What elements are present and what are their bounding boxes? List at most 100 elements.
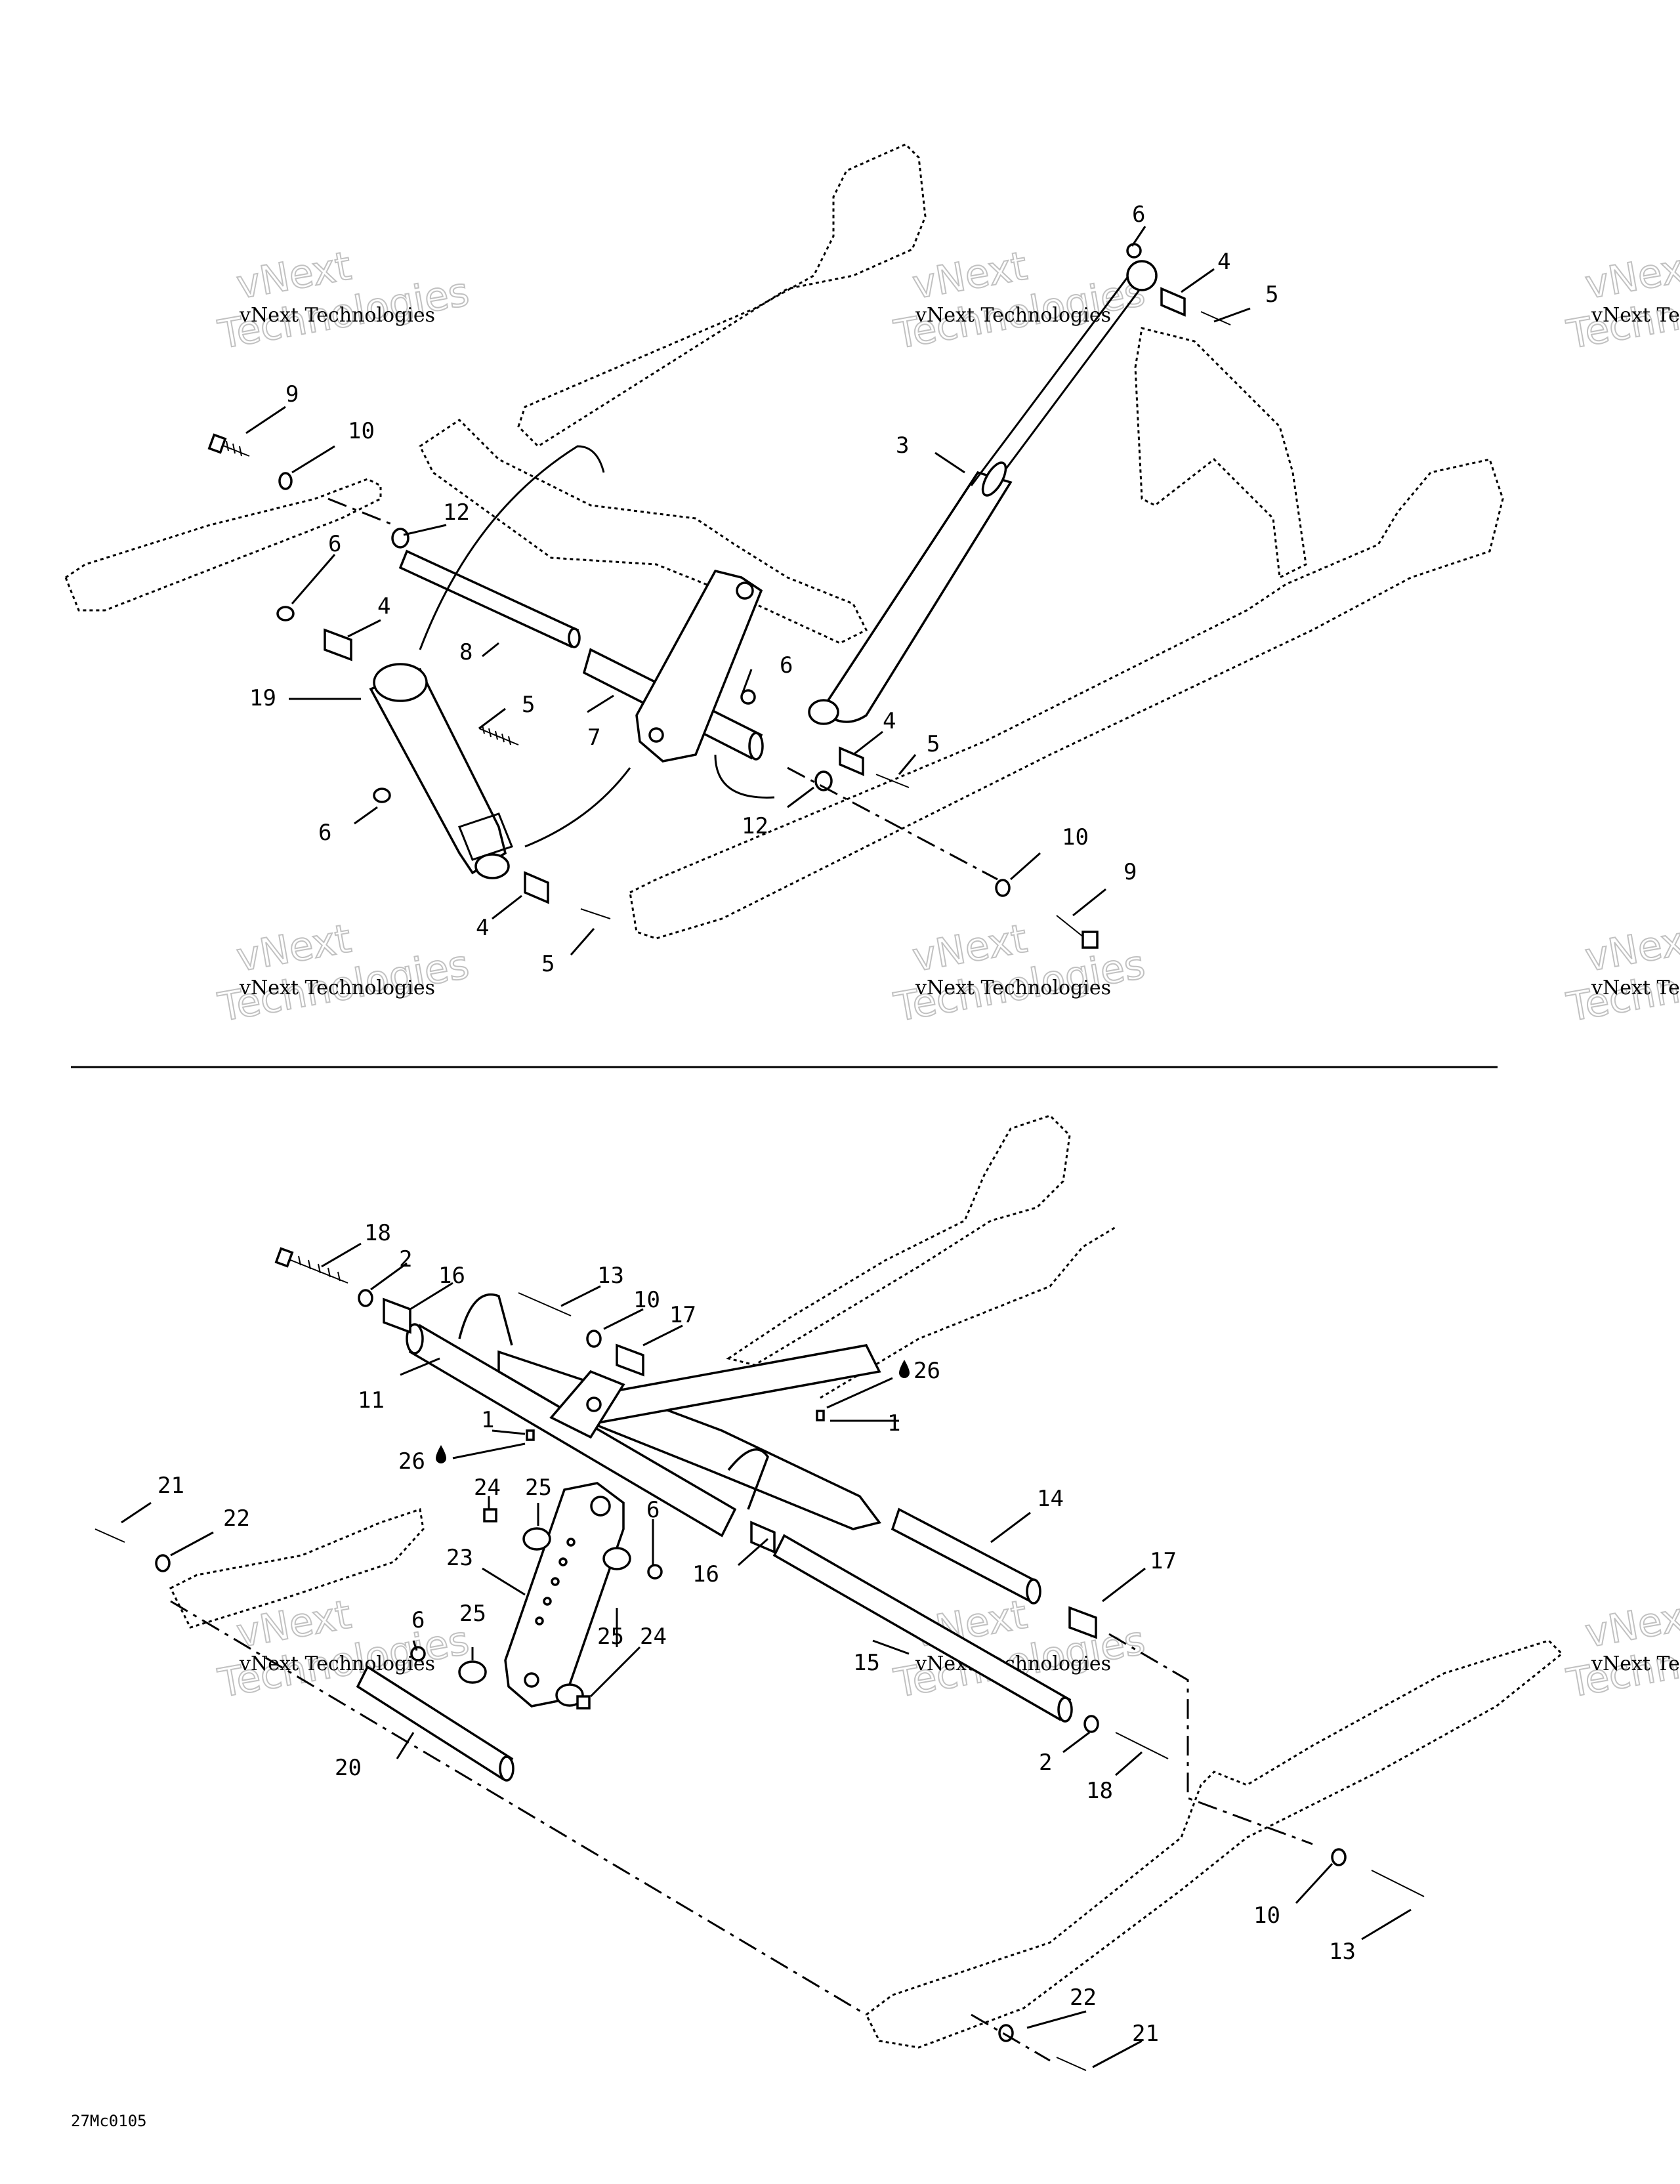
watermark: vNext Technologies [890,242,1149,358]
callout-13: 13 [1329,1939,1356,1965]
callout-22: 22 [223,1505,250,1532]
callout-1: 1 [887,1410,900,1437]
front-shock-absorber [369,663,513,879]
bolt-5 [478,724,519,746]
callout-4: 4 [883,708,896,734]
callout-25: 25 [525,1475,552,1501]
callout-8: 8 [459,639,472,665]
callout-21: 21 [158,1473,184,1499]
bushing-4-top [1160,287,1186,317]
grease-fitting-1 [526,1429,535,1441]
washer-25 [602,1547,631,1570]
callout-6: 6 [780,652,793,679]
callout-4: 4 [476,915,489,941]
callout-6: 6 [328,531,341,557]
nut-6-right [740,689,756,705]
callout-7: 7 [587,724,600,751]
watermark-text: vNext Technologies [239,976,435,999]
callout-6: 6 [1132,201,1145,228]
callout-16: 16 [438,1263,465,1289]
top-assembly: 6 4 5 3 9 10 12 6 4 8 19 5 6 7 4 5 6 4 5… [64,143,1504,977]
bolt-13-right [1371,1870,1425,1897]
callout-3: 3 [896,432,909,459]
mount-bracket [1134,327,1307,579]
upper-rail-rear [517,143,927,448]
washer-10-right [995,879,1011,897]
callout-25: 25 [597,1624,624,1650]
callout-6: 6 [318,820,331,846]
grease-drop-icon [436,1445,446,1463]
callout-26: 26 [398,1448,425,1475]
bolt-24 [576,1695,591,1710]
callout-10: 10 [633,1287,660,1313]
callout-13: 13 [597,1263,624,1289]
grease-drop-icon [899,1360,910,1378]
callout-18: 18 [1086,1778,1113,1804]
callout-10: 10 [1253,1902,1280,1929]
callout-6: 6 [646,1497,660,1523]
callout-23: 23 [446,1545,473,1571]
callout-15: 15 [853,1650,880,1676]
lower-rail-bottom [865,1639,1564,2049]
watermark-text: vNext Technologies [915,976,1111,999]
watermark: vNext Technologies [214,915,473,1031]
bolt-5-lower [580,908,611,919]
bolt-21-lower [1056,2057,1087,2071]
assembly-arrow [714,754,775,799]
shaft-15 [772,1534,1072,1721]
bushing-17-top [616,1343,644,1377]
callout-4: 4 [377,593,390,620]
callout-1: 1 [481,1407,494,1433]
callout-2: 2 [399,1246,412,1272]
bolt-24 [483,1508,497,1522]
bushing-16-top [383,1297,411,1334]
washer-25 [458,1660,487,1684]
callout-12: 12 [443,499,470,526]
watermark-text: vNext Technologies [915,304,1111,327]
bushing-16-lower [750,1521,776,1554]
callout-9: 9 [285,381,299,408]
watermark-text: vNext Technologies [1591,1652,1680,1675]
upper-arm [419,419,868,644]
callout-6: 6 [411,1607,425,1633]
callout-20: 20 [335,1755,362,1781]
bolt-5-right [875,774,910,788]
watermark: vNext Technologies [214,242,473,358]
bottom-assembly: 18 2 16 13 10 17 11 26 1 1 26 21 22 24 2… [94,1114,1564,2071]
washer-12-left [391,528,410,549]
callout-18: 18 [364,1220,391,1246]
callout-4: 4 [1217,249,1230,275]
callout-17: 17 [669,1302,696,1328]
washer-10-top [586,1330,602,1348]
pivot-plate-7 [635,569,763,763]
callout-14: 14 [1037,1486,1064,1512]
watermark-text: vNext Technologies [239,1652,435,1675]
callout-25: 25 [459,1601,486,1627]
callout-5: 5 [522,692,535,718]
callout-24: 24 [474,1475,501,1501]
bolt-13-top [518,1292,572,1316]
bolt-5-top [1200,311,1231,326]
watermark-text: vNext Technologies [239,304,435,327]
watermark-text: vNext Technologies [1591,304,1680,327]
callout-10: 10 [1062,824,1089,850]
watermarks: vNext Technologies vNext Technologies vN… [214,242,1680,1707]
long-shock-absorber [808,260,1158,725]
washer-10-left [278,472,293,490]
upper-rail-rear-bottom [726,1114,1071,1366]
callout-5: 5 [927,731,940,757]
callout-22: 22 [1070,1984,1097,2011]
bushing-4 [324,628,352,662]
grease-fitting-1 [816,1410,825,1421]
callout-17: 17 [1150,1548,1177,1574]
callout-24: 24 [640,1624,667,1650]
watermark: vNext Technologies [1563,1591,1680,1707]
washer-12-right [814,770,833,791]
bolt-18-right [1115,1732,1169,1759]
nut-6 [276,606,295,621]
callout-5: 5 [541,951,555,977]
watermark: vNext Technologies [214,1591,473,1707]
watermark: vNext Technologies [1563,915,1680,1031]
callout-11: 11 [358,1387,385,1414]
